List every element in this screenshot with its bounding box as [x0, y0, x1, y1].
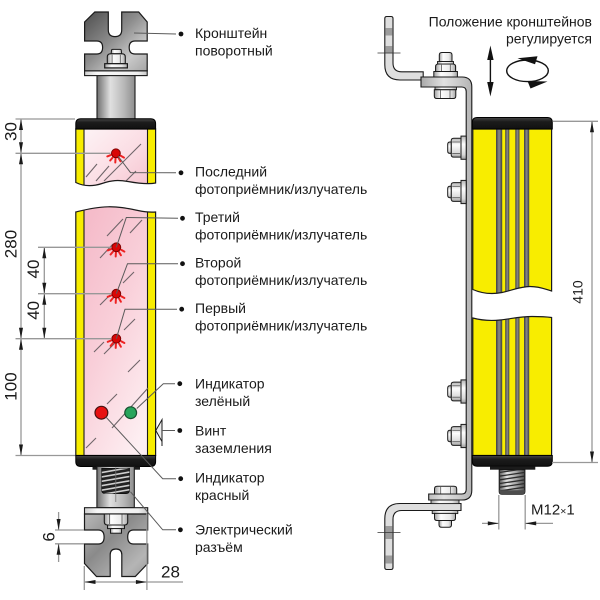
svg-text:28: 28 [161, 563, 180, 582]
svg-text:Третий: Третий [195, 209, 240, 225]
svg-text:40: 40 [24, 260, 43, 279]
svg-text:фотоприёмник/излучатель: фотоприёмник/излучатель [195, 181, 367, 197]
svg-text:Электрический: Электрический [195, 522, 293, 538]
svg-text:M12×1: M12×1 [531, 502, 575, 519]
svg-text:зелёный: зелёный [195, 393, 250, 409]
svg-text:поворотный: поворотный [195, 43, 273, 59]
svg-text:фотоприёмник/излучатель: фотоприёмник/излучатель [195, 227, 367, 243]
svg-text:Второй: Второй [195, 255, 241, 271]
svg-text:Индикатор: Индикатор [195, 376, 265, 392]
svg-text:100: 100 [1, 372, 20, 400]
svg-text:заземления: заземления [195, 440, 272, 456]
svg-text:Первый: Первый [195, 300, 246, 316]
svg-text:фотоприёмник/излучатель: фотоприёмник/излучатель [195, 318, 367, 334]
svg-text:40: 40 [24, 301, 43, 320]
svg-text:Индикатор: Индикатор [195, 470, 265, 486]
svg-text:фотоприёмник/излучатель: фотоприёмник/излучатель [195, 272, 367, 288]
svg-text:Винт: Винт [195, 423, 227, 439]
svg-text:Последний: Последний [195, 164, 267, 180]
svg-text:6: 6 [39, 532, 58, 541]
svg-text:разъём: разъём [195, 539, 243, 555]
svg-text:Положение кронштейнов: Положение кронштейнов [429, 14, 592, 30]
svg-text:Кронштейн: Кронштейн [195, 25, 267, 41]
svg-text:регулируется: регулируется [506, 31, 592, 47]
svg-text:30: 30 [1, 122, 20, 141]
svg-text:280: 280 [1, 230, 20, 258]
svg-text:красный: красный [195, 487, 249, 503]
svg-text:410: 410 [569, 280, 585, 304]
